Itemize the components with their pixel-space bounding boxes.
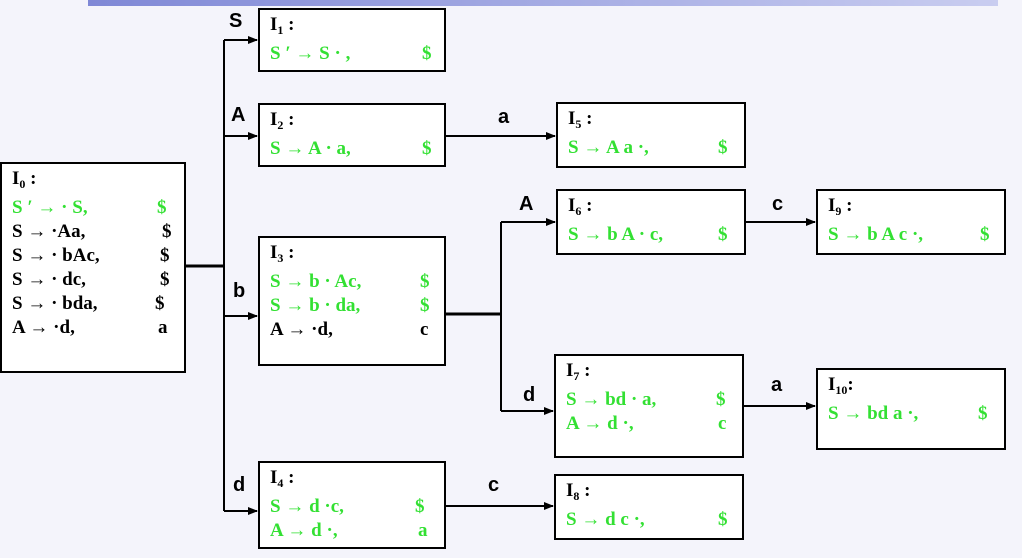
state-title: I8 :: [566, 480, 591, 503]
lr-item: A → ·d,a: [12, 317, 168, 338]
edge-label-d: d: [233, 474, 246, 496]
lr-item: S → b · Ac,$: [270, 271, 430, 292]
lr-item: S → d ·c,$: [270, 496, 425, 517]
edge-label-c: c: [772, 193, 784, 215]
state-i6: I6 : S → b A · c,$: [556, 189, 746, 255]
lr-item: S → b · da,$: [270, 295, 430, 316]
lr-item: S ′ → · S,$: [12, 197, 167, 218]
state-title: I4 :: [270, 467, 295, 490]
edge-label-s: S: [229, 10, 243, 32]
state-i2: I2 : S → A · a,$: [258, 103, 446, 167]
state-title: I10:: [828, 374, 854, 397]
edge-label-a: A: [231, 104, 246, 126]
state-title: I6 :: [568, 195, 593, 218]
state-i7: I7 : S → bd · a,$ A → d ·,c: [554, 354, 744, 458]
state-title: I2 :: [270, 109, 295, 132]
edge-label-c: c: [488, 474, 500, 496]
state-title: I3 :: [270, 242, 295, 265]
lr-item: S → · dc,$: [12, 269, 170, 290]
lr-item: S → d c ·,$: [566, 509, 728, 530]
state-i9: I9 : S → b A c ·,$: [816, 189, 1006, 255]
state-title: I1 :: [270, 14, 295, 37]
edge-label-b: b: [233, 280, 246, 302]
lr-item: S → A a ·,$: [568, 137, 728, 158]
edge-label-a: a: [498, 106, 510, 128]
edge-label-a: a: [771, 374, 783, 396]
state-i8: I8 : S → d c ·,$: [554, 474, 744, 540]
lr-item: A → ·d,c: [270, 319, 429, 340]
state-i3: I3 : S → b · Ac,$ S → b · da,$ A → ·d,c: [258, 236, 446, 366]
lr-item: S → bd a ·,$: [828, 403, 988, 424]
state-i1: I1 : S ′ → S · ,$: [258, 8, 446, 72]
edge-label-a: A: [519, 193, 534, 215]
state-i10: I10: S → bd a ·,$: [816, 368, 1006, 450]
lr-item: S → bd · a,$: [566, 389, 726, 410]
lr-item: S → A · a,$: [270, 138, 432, 159]
lr-item: S → b A · c,$: [568, 224, 728, 245]
edge-label-d: d: [523, 384, 536, 406]
state-title: I7 :: [566, 360, 591, 383]
lr-item: A → d ·,c: [566, 413, 727, 434]
top-accent-bar: [88, 0, 998, 6]
lr-item: S ′ → S · ,$: [270, 43, 432, 64]
lr-item: S → b A c ·,$: [828, 224, 990, 245]
lr-item: A → d ·,a: [270, 520, 428, 541]
state-title: I5 :: [568, 108, 593, 131]
state-i5: I5 : S → A a ·,$: [556, 102, 746, 168]
lr-item: S → · bda,$: [12, 293, 165, 314]
state-title: I9 :: [828, 195, 853, 218]
lr-item: S → · bAc,$: [12, 245, 170, 266]
state-i4: I4 : S → d ·c,$ A → d ·,a: [258, 461, 446, 549]
lr-item: S → ·Aa,$: [12, 221, 172, 242]
state-i0: I0 : S ′ → · S,$ S → ·Aa,$ S → · bAc,$ S…: [0, 162, 186, 373]
state-title: I0 :: [12, 168, 37, 191]
